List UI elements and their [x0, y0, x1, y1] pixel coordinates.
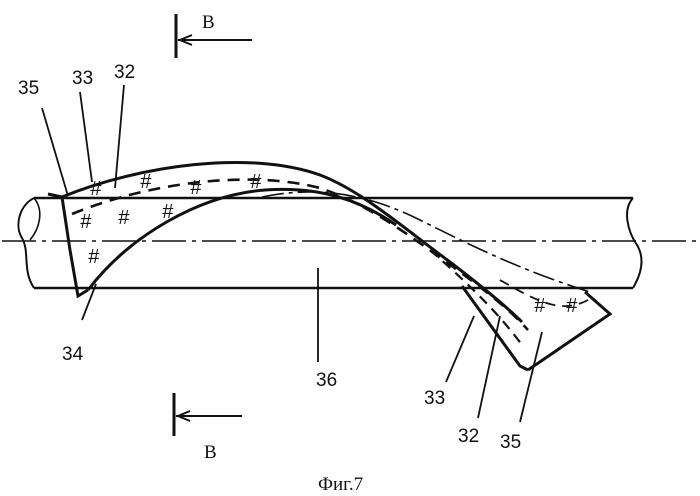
hatch-mark: # [566, 295, 578, 317]
hatch-mark: # [80, 211, 92, 233]
hatch-mark: # [190, 177, 202, 199]
hatch-mark: # [118, 207, 130, 229]
hatch-mark: # [140, 171, 152, 193]
label-36: 36 [316, 370, 337, 391]
section-label-top: В [202, 12, 215, 33]
label-32-top: 32 [114, 62, 135, 83]
section-mark-bottom: В [174, 393, 242, 463]
figure-caption: Фиг.7 [318, 474, 363, 495]
label-33-top: 33 [72, 68, 93, 89]
shaft-cylinder [18, 198, 641, 288]
section-mark-top: В [176, 12, 252, 58]
wrap-element [48, 162, 610, 370]
label-34: 34 [62, 344, 84, 365]
label-35-right: 35 [500, 432, 521, 453]
leader-lines [42, 85, 542, 422]
section-label-bottom: В [204, 442, 217, 463]
hatch-mark: # [250, 171, 262, 193]
label-32-right: 32 [458, 426, 479, 447]
hatch-mark: # [162, 201, 174, 223]
label-35-top: 35 [18, 78, 39, 99]
hatch-mark: # [534, 295, 546, 317]
label-33-right: 33 [424, 388, 445, 409]
hatch-mark: # [88, 246, 100, 268]
